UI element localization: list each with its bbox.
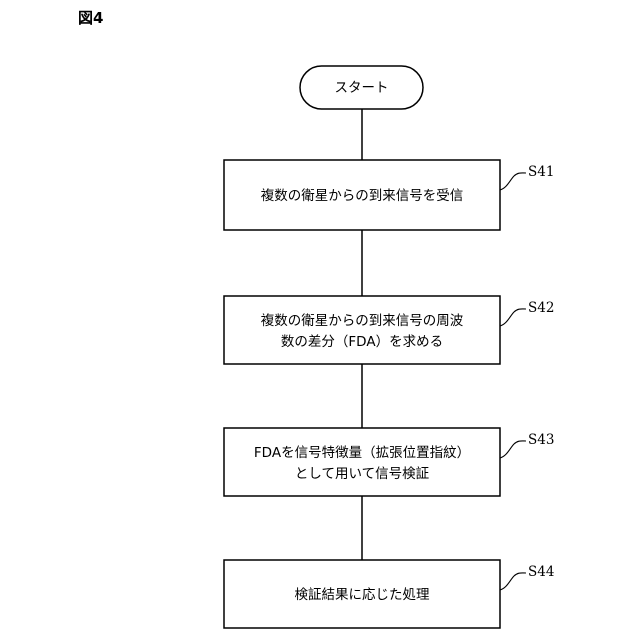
step-s43-line-1: FDAを信号特徴量（拡張位置指紋） — [254, 445, 470, 461]
step-s42-line-2: 数の差分（FDA）を求める — [281, 334, 443, 350]
start-terminal: スタート — [300, 66, 423, 109]
step-s42-leader — [500, 309, 526, 326]
step-s43-ref: S43 — [528, 432, 554, 448]
step-s43: FDAを信号特徴量（拡張位置指紋） として用いて信号検証 S43 — [224, 428, 554, 496]
step-s43-leader — [500, 441, 526, 458]
step-s44-ref: S44 — [528, 564, 554, 580]
step-s42-line-1: 複数の衛星からの到来信号の周波 — [261, 312, 464, 329]
step-s41-ref: S41 — [528, 164, 554, 180]
step-s44: 検証結果に応じた処理 S44 — [224, 560, 554, 628]
step-s42-ref: S42 — [528, 300, 554, 316]
step-s41-leader — [500, 173, 526, 190]
step-s43-line-2: として用いて信号検証 — [295, 466, 430, 482]
start-label: スタート — [335, 80, 389, 96]
step-s44-line-1: 検証結果に応じた処理 — [295, 587, 430, 603]
step-s41: 複数の衛星からの到来信号を受信 S41 — [224, 160, 554, 230]
step-s41-line-1: 複数の衛星からの到来信号を受信 — [261, 187, 464, 204]
step-s42: 複数の衛星からの到来信号の周波 数の差分（FDA）を求める S42 — [224, 296, 554, 364]
step-s44-leader — [500, 573, 526, 590]
